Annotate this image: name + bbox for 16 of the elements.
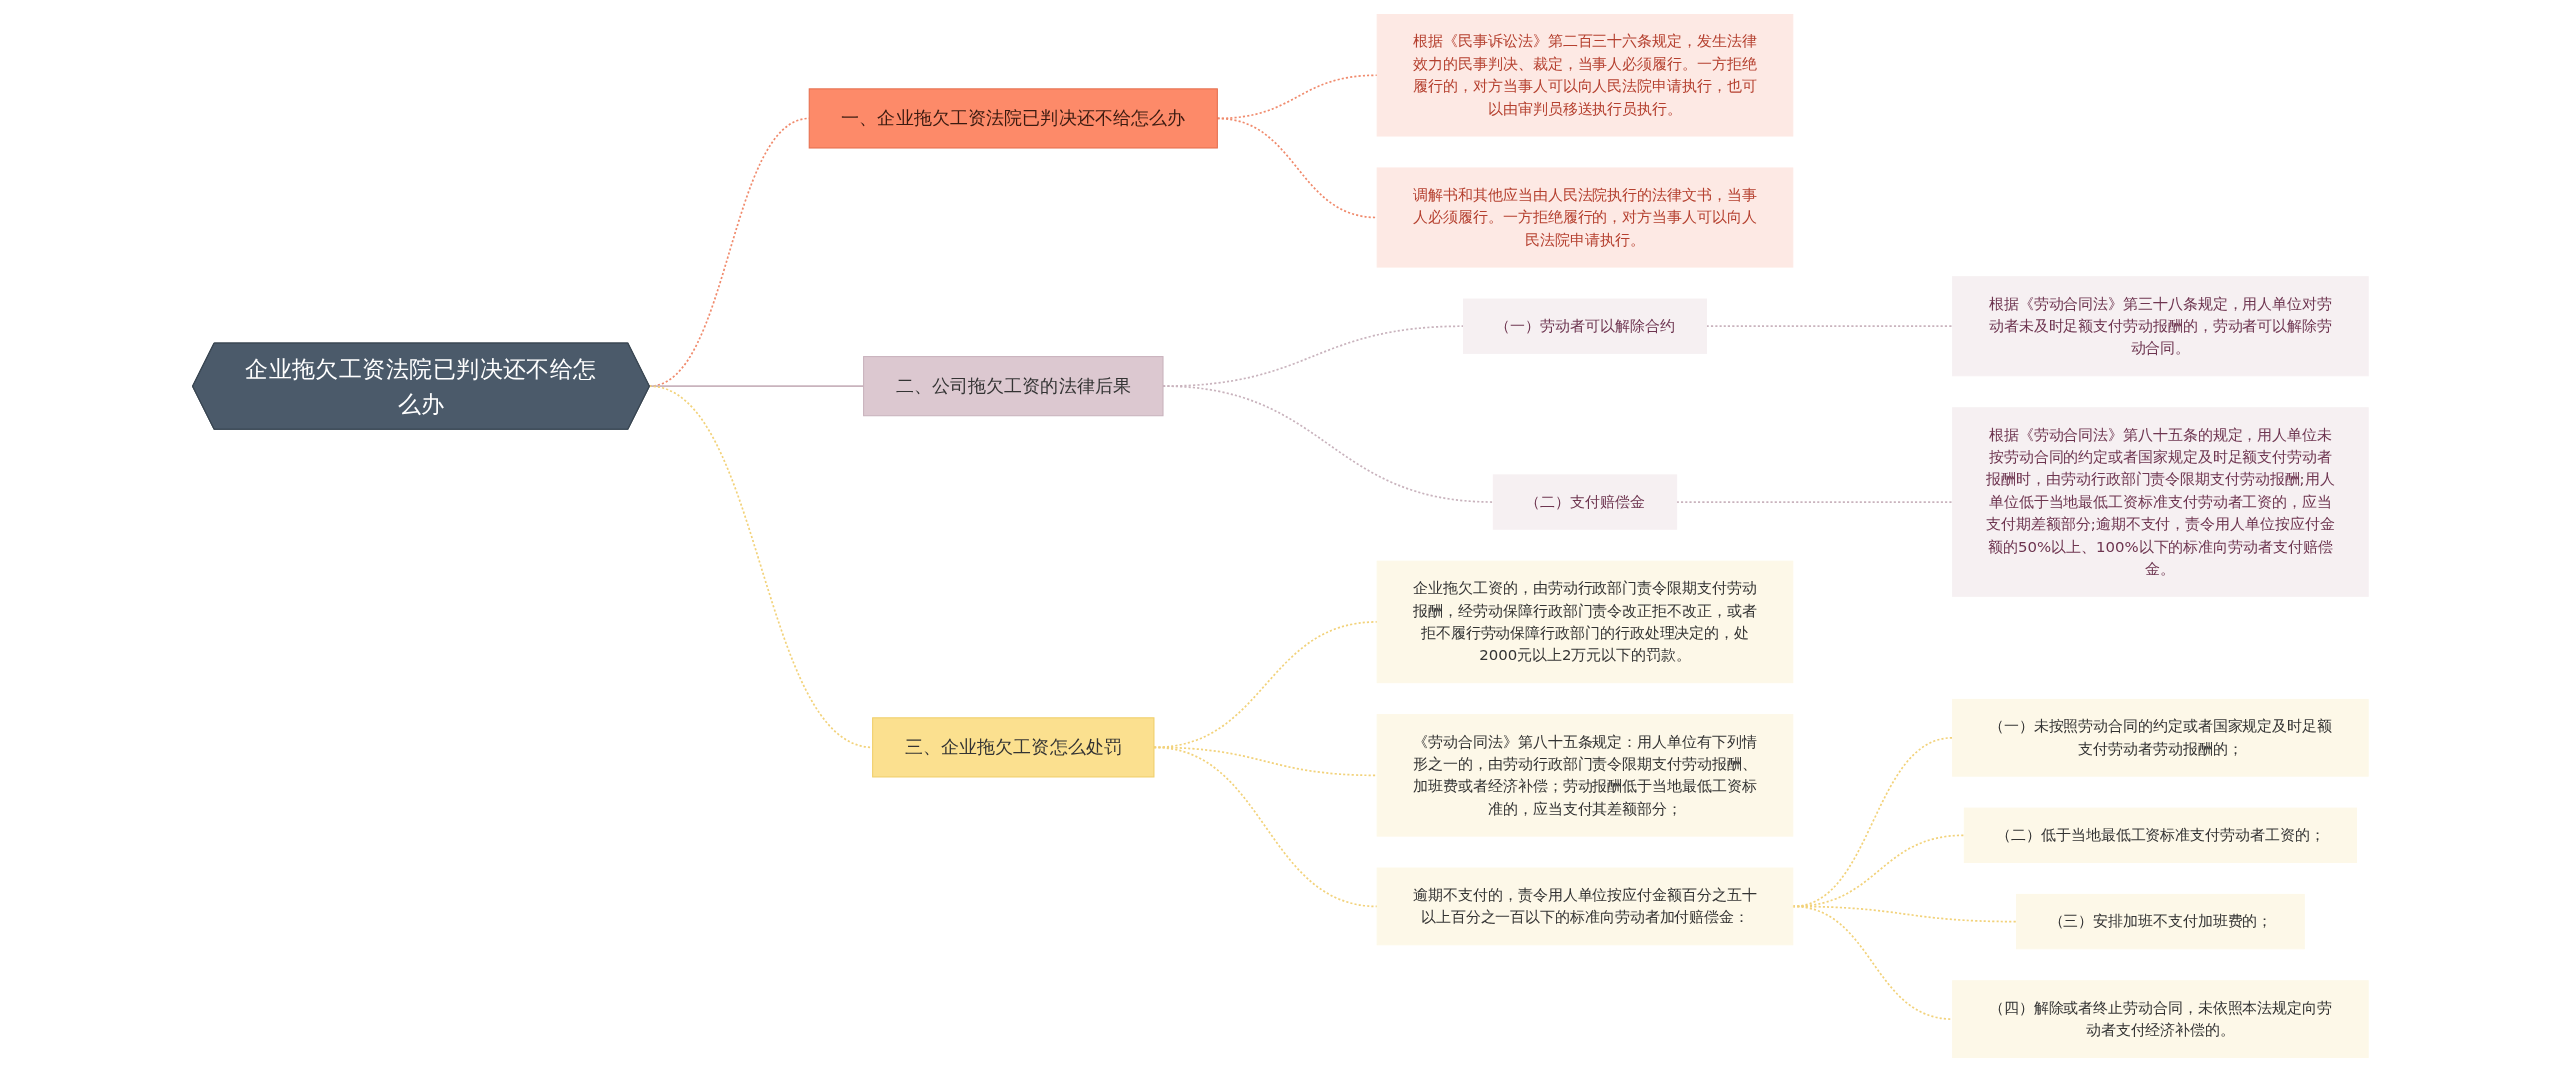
node-box: 三、企业拖欠工资怎么处罚 [871,717,1155,778]
node-box: 根据《劳动合同法》第八十五条的规定，用人单位未按劳动合同的约定或者国家规定及时足额支付劳动者报酬时，由劳动行政部门责令限期支付劳动报酬;用人单位低于当地最低工资标准支付劳动者工资的，应当支付期差额部分;逾期不支付，责令用人单位按应付金额的50%以上、100%以下的标准向劳动者支付赔偿金。 [1951,407,2369,597]
node-box: 调解书和其他应当由人民法院执行的法律文书，当事人必须履行。一方拒绝履行的，对方当事人可以向人民法院申请执行。 [1376,167,1793,268]
node-box: （三）安排加班不支付加班费的； [2015,893,2305,950]
node-box: （四）解除或者终止劳动合同，未依照本法规定向劳动者支付经济补偿的。 [1951,980,2369,1058]
node-box: 《劳动合同法》第八十五条规定：用人单位有下列情形之一的，由劳动行政部门责令限期支付劳动报酬、加班费或者经济补偿；劳动报酬低于当地最低工资标准的，应当支付其差额部分； [1376,714,1793,837]
node-box: （一）劳动者可以解除合约 [1462,298,1707,354]
node-box: 一、企业拖欠工资法院已判决还不给怎么办 [808,88,1218,149]
node-box: 企业拖欠工资的，由劳动行政部门责令限期支付劳动报酬，经劳动保障行政部门责令改正拒不改正，或者拒不履行劳动保障行政部门的行政处理决定的，处2000元以上2万元以下的罚款。 [1376,560,1793,684]
node-box: （二）支付赔偿金 [1492,474,1677,530]
node-box: （二）低于当地最低工资标准支付劳动者工资的； [1963,807,2357,863]
node-box: 二、公司拖欠工资的法律后果 [862,356,1164,417]
node-box: （一）未按照劳动合同的约定或者国家规定及时足额支付劳动者劳动报酬的； [1951,698,2369,777]
node-box: 根据《民事诉讼法》第二百三十六条规定，发生法律效力的民事判决、裁定，当事人必须履行。一方拒绝履行的，对方当事人可以向人民法院申请执行，也可以由审判员移送执行员执行。 [1376,14,1793,137]
node-box: 逾期不支付的，责令用人单位按应付金额百分之五十以上百分之一百以下的标准向劳动者加付赔偿金： [1376,867,1793,946]
node-box: 根据《劳动合同法》第三十八条规定，用人单位对劳动者未及时足额支付劳动报酬的，劳动者可以解除劳动合同。 [1951,276,2369,377]
